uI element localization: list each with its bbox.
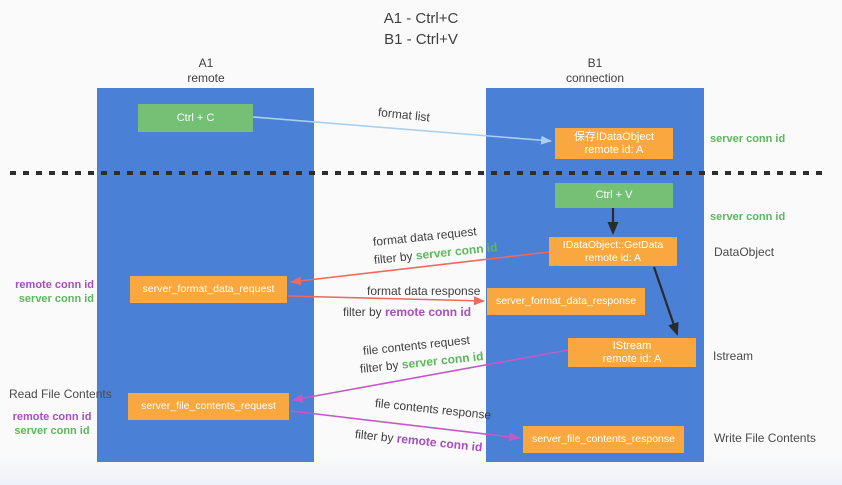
edge-label-format-list: format list	[377, 105, 431, 125]
lane-header-b1: B1 connection	[566, 56, 624, 86]
label-dataobject: DataObject	[714, 245, 775, 259]
title-line-2: B1 - Ctrl+V	[384, 31, 458, 48]
label-write-file-contents: Write File Contents	[714, 431, 816, 445]
filter-by-prefix: filter by	[359, 357, 403, 376]
edge-label-format-data-response: format data response	[367, 284, 481, 298]
node-file-response-label: server_file_contents_response	[531, 433, 675, 445]
filter-remote-conn-id: remote conn id	[396, 431, 484, 455]
node-format-response-label: server_format_data_response	[495, 295, 637, 307]
node-istream: IStream remote id: A	[568, 338, 696, 367]
node-server-file-contents-response: server_file_contents_response	[523, 426, 684, 453]
lane-a1-name: A1	[198, 56, 214, 70]
filter-by-prefix: filter by	[373, 248, 417, 267]
label-remote-conn-id-1: remote conn id	[15, 279, 94, 291]
lane-b1-name: B1	[587, 56, 603, 70]
node-save-idataobject-line2: remote id: A	[584, 143, 644, 156]
node-istream-line1: IStream	[612, 339, 652, 352]
label-read-file-contents: Read File Contents	[9, 387, 112, 401]
node-getdata-line2: remote id: A	[584, 251, 642, 264]
label-istream: Istream	[713, 349, 754, 363]
diagram-title: A1 - Ctrl+C B1 - Ctrl+V	[0, 8, 842, 50]
label-server-conn-id-top-right: server conn id	[710, 133, 786, 145]
node-save-idataobject-line1: 保存IDataObject	[573, 130, 655, 143]
label-conn-ids-format-group: remote conn id server conn id	[14, 278, 94, 306]
edge-label-filter-by-remote-conn-2: filter by remote conn id	[354, 427, 483, 454]
filter-by-prefix: filter by	[354, 427, 398, 446]
lane-b1-subtitle: connection	[565, 71, 625, 85]
filter-remote-conn-id: remote conn id	[385, 305, 472, 319]
label-conn-ids-file-group: remote conn id server conn id	[6, 410, 98, 438]
node-getdata-line1: IDataObject::GetData	[562, 238, 664, 251]
node-ctrl-c-label: Ctrl + C	[176, 111, 215, 124]
label-server-conn-id-1: server conn id	[18, 293, 94, 305]
node-save-idataobject: 保存IDataObject remote id: A	[555, 128, 673, 159]
label-server-conn-id-mid-right: server conn id	[710, 211, 786, 223]
node-ctrl-v-label: Ctrl + V	[595, 189, 633, 201]
node-ctrl-c: Ctrl + C	[138, 104, 253, 132]
node-server-format-data-response: server_format_data_response	[487, 288, 645, 315]
label-remote-conn-id-2: remote conn id	[12, 411, 92, 423]
node-file-request-label: server_file_contents_request	[141, 400, 276, 412]
node-ctrl-v: Ctrl + V	[555, 183, 673, 208]
node-istream-line2: remote id: A	[602, 352, 662, 365]
session-divider-dashed-line	[10, 171, 826, 175]
filter-by-prefix: filter by	[343, 305, 386, 319]
lane-a1-subtitle: remote	[187, 71, 225, 85]
node-server-format-data-request: server_format_data_request	[130, 276, 287, 303]
edge-label-file-contents-response: file contents response	[374, 396, 492, 423]
lane-header-a1: A1 remote	[187, 56, 224, 86]
node-server-file-contents-request: server_file_contents_request	[128, 393, 289, 420]
node-format-request-label: server_format_data_request	[142, 283, 275, 295]
title-line-1: A1 - Ctrl+C	[383, 10, 459, 27]
node-idataobject-getdata: IDataObject::GetData remote id: A	[549, 237, 677, 266]
edge-label-filter-by-remote-conn-1: filter by remote conn id	[343, 305, 471, 319]
label-server-conn-id-2: server conn id	[14, 425, 90, 437]
